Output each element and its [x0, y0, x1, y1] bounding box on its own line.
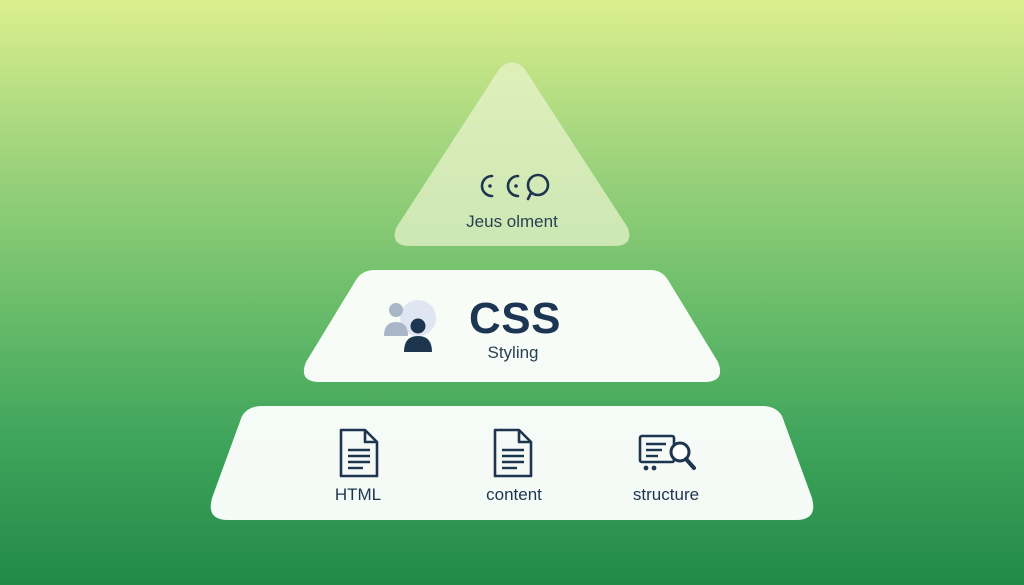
bottom-label-content: content [486, 485, 542, 504]
pyramid-top-tier [394, 62, 630, 246]
bottom-label-html: HTML [334, 485, 382, 504]
users-icon [382, 296, 440, 359]
top-tier-subtitle: Jeus olment [466, 212, 558, 231]
document-icon [491, 428, 535, 483]
search-list-icon [638, 432, 698, 481]
middle-tier-subtitle: Styling [487, 343, 539, 362]
middle-tier-title: CSS [469, 294, 561, 343]
bottom-label-structure: structure [632, 485, 700, 504]
eco-logo-icon [432, 168, 592, 209]
pyramid-middle-tier [303, 270, 721, 382]
document-icon [337, 428, 381, 483]
